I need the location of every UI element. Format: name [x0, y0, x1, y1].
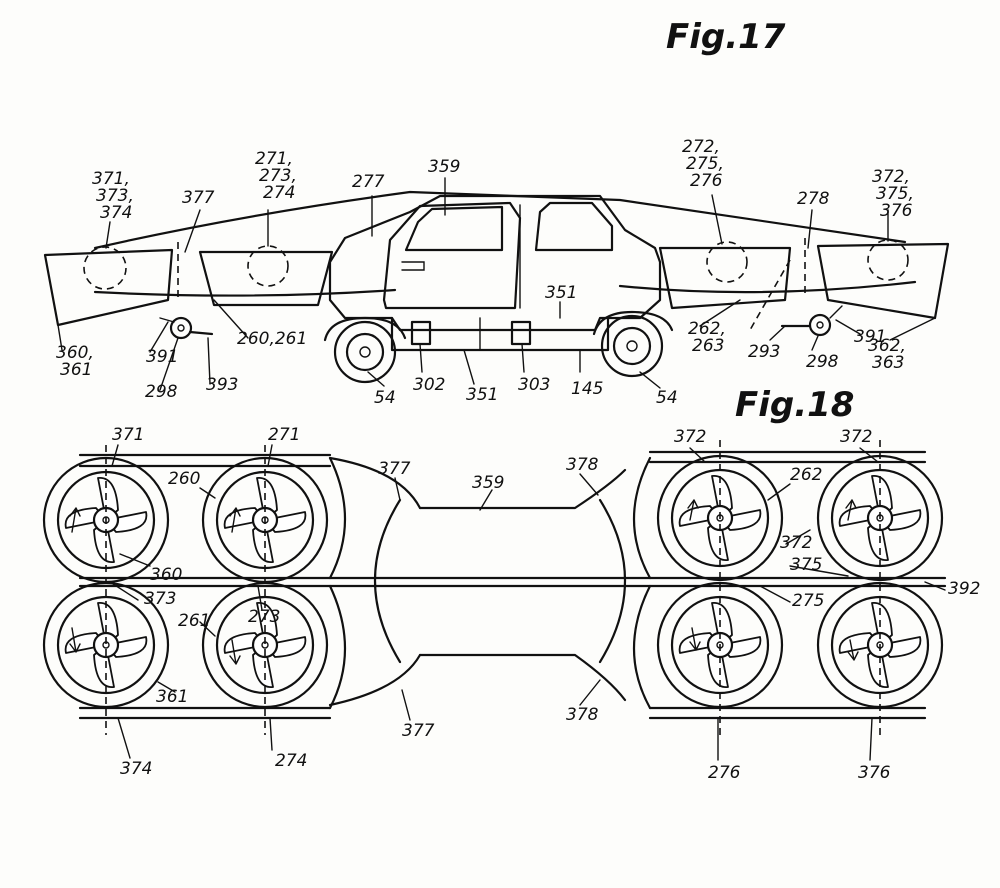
fig17-reference-numeral: 351: [545, 283, 577, 303]
fig18-reference-numeral: 261: [178, 611, 210, 631]
fig17-leader-line: [812, 336, 818, 350]
fig18-reference-numeral: 374: [120, 759, 152, 779]
fig17-duct-lower-line: [95, 282, 915, 296]
fig18-reference-numeral: 271: [268, 425, 300, 445]
fig17-front-window: [406, 207, 502, 250]
fig18-center-spine: [80, 578, 945, 586]
fig18-leader-line: [760, 586, 790, 602]
fig17-dashed-strut: [750, 260, 790, 330]
fig17-box-303: [512, 322, 530, 344]
fig18-leader-line: [580, 474, 598, 495]
fig17-reference-numeral: 54: [374, 388, 396, 408]
fig18-reference-numeral: 372: [840, 427, 872, 447]
fig17-reference-numeral: 303: [518, 375, 550, 395]
fig17-cabin-door: [384, 203, 520, 308]
fig17-actuator-298-right: [782, 306, 842, 335]
fig17-reference-numeral: 363: [872, 353, 904, 373]
fig18-leader-line: [580, 680, 600, 705]
fig17-rear-window: [536, 203, 612, 250]
fig18-reference-numeral: 377: [378, 459, 411, 479]
fig17-duct-362: [818, 244, 948, 318]
fig18-leader-line: [402, 690, 410, 720]
fig17-reference-numeral: 263: [692, 336, 724, 356]
fig17-reference-numeral: 298: [145, 382, 178, 402]
fig18-reference-numeral: 276: [708, 763, 741, 783]
fig18-title: Fig.18: [735, 385, 854, 425]
fig18-reference-numeral: 378: [566, 455, 599, 475]
fig17-reference-numeral: 374: [100, 203, 132, 223]
fig17-upper-duct-outline: [95, 192, 905, 248]
fig17-actuator-298-left: [160, 318, 212, 338]
fig18-left-inner-arc: [375, 500, 400, 662]
fig18-reference-numeral: 262: [790, 465, 822, 485]
fig18-reference-numeral: 372: [674, 427, 706, 447]
fig17-reference-numeral: 276: [690, 171, 723, 191]
fig17-leader-line: [640, 372, 660, 388]
fig17-leader-line: [368, 372, 384, 386]
fig18-reference-numeral: 359: [472, 473, 504, 493]
fig17-duct-260: [45, 250, 172, 325]
fig17-reference-numeral: 293: [748, 342, 780, 362]
fig17-leader-line: [420, 344, 422, 372]
fig18-reference-numeral: 373: [144, 589, 176, 609]
fig18-reference-numeral: 376: [858, 763, 891, 783]
fig18-reference-numeral: 372: [780, 533, 812, 553]
fig17-reference-numeral: 274: [263, 183, 295, 203]
fig18-leader-line: [870, 718, 872, 760]
fig17-duct-262: [660, 248, 790, 308]
fig17-leader-line: [770, 326, 785, 340]
fig17-reference-numeral: 145: [571, 379, 603, 399]
fig17-reference-numeral: 361: [60, 360, 92, 380]
fig18-reference-numeral: 361: [156, 687, 188, 707]
fig17-cabin-body: [330, 196, 660, 330]
fig17-reference-numeral: 298: [806, 352, 839, 372]
fig18-right-inner-arc: [600, 500, 625, 662]
fig18-reference-numeral: 275: [792, 591, 824, 611]
fig18-leader-line: [118, 718, 130, 758]
fig17-reference-numeral: 260,261: [237, 329, 307, 349]
fig18-right-duct-shell: [634, 458, 650, 708]
fig17-reference-numeral: 54: [656, 388, 678, 408]
fig17-reference-numeral: 359: [428, 157, 460, 177]
fig17-rear-wheel: [594, 312, 672, 376]
fig18-reference-numeral: 274: [275, 751, 307, 771]
fig18-left-duct-shell: [330, 458, 345, 708]
fig17-leader-line: [185, 210, 200, 252]
fig17-duct-261: [200, 252, 332, 305]
fig18-reference-numeral: 371: [112, 425, 144, 445]
fig17-reference-numeral: 376: [880, 201, 913, 221]
fig18-reference-numeral: 360: [150, 565, 182, 585]
fig18-reference-numeral: 260: [168, 469, 200, 489]
fig18-reference-numeral: 377: [402, 721, 435, 741]
fig17-leader-line: [464, 350, 474, 384]
fig18-leader-line: [395, 478, 400, 500]
fig17-leader-line: [712, 195, 722, 244]
fig17-title: Fig.17: [666, 17, 786, 57]
fig18-reference-numeral: 392: [948, 579, 980, 599]
fig18-leader-line: [860, 448, 878, 462]
fig18-reference-numeral: 378: [566, 705, 599, 725]
fig17-reference-numeral: 278: [797, 189, 830, 209]
fig17-reference-numeral: 393: [206, 375, 238, 395]
fig17-reference-numeral: 377: [182, 188, 215, 208]
fig18-reference-numeral: 273: [248, 607, 280, 627]
fig17-door-handle: [402, 262, 424, 270]
fig17-reference-numeral: 302: [413, 375, 445, 395]
fig17-reference-labels: 371,373,374377271,273,274277359272,275,2…: [56, 137, 935, 408]
fig17-leader-line: [522, 344, 524, 372]
fig18-reference-numeral: 375: [790, 555, 822, 575]
fig17-reference-numeral: 277: [352, 172, 385, 192]
fig17-box-302: [412, 322, 430, 344]
fig18-leader-line: [270, 718, 272, 750]
fig17-reference-numeral: 351: [466, 385, 498, 405]
